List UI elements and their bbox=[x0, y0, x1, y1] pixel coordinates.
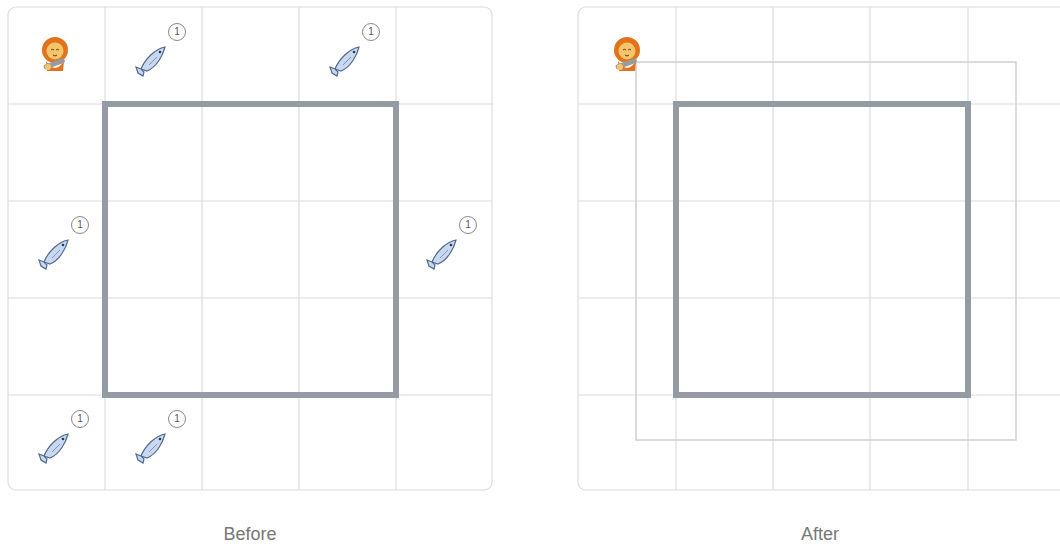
fish-count: 1 bbox=[459, 216, 477, 234]
grid-caption: Before bbox=[223, 524, 276, 545]
grid-caption: After bbox=[801, 524, 839, 545]
fish-count: 1 bbox=[168, 410, 186, 428]
fish-count: 1 bbox=[168, 23, 186, 41]
fish-count: 1 bbox=[71, 216, 89, 234]
fish-count: 1 bbox=[71, 410, 89, 428]
fish-count: 1 bbox=[362, 23, 380, 41]
